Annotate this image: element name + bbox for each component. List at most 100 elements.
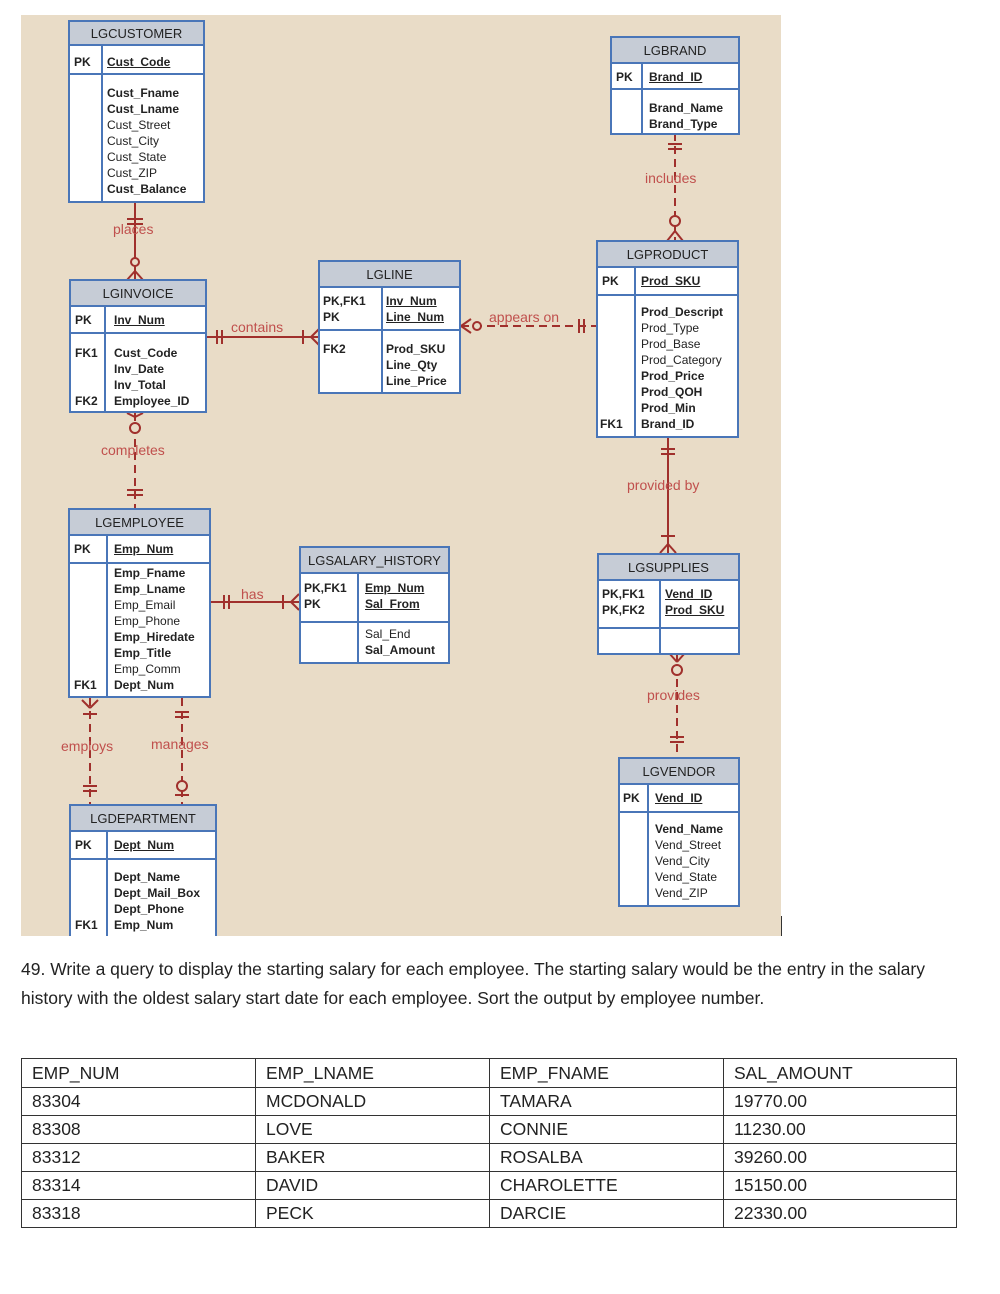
table-cell: BAKER	[255, 1143, 490, 1172]
entity-lgline: LGLINE PK,FK1 PK Inv_Num Line_Num FK2 Pr…	[318, 260, 461, 394]
entity-title: LGLINE	[320, 262, 459, 288]
attribute: Vend_ZIP	[655, 886, 708, 900]
attribute: Vend_State	[655, 870, 718, 884]
table-cell: ROSALBA	[489, 1143, 724, 1172]
pk-attribute: Sal_From	[365, 597, 420, 611]
attribute: Cust_Street	[107, 118, 171, 132]
pk-label: PK	[304, 597, 321, 611]
attribute: Inv_Total	[114, 378, 166, 392]
attribute: Prod_QOH	[641, 385, 703, 399]
entity-title: LGVENDOR	[620, 759, 738, 785]
pk-label: PK,FK2	[602, 603, 645, 617]
attribute: Emp_Fname	[114, 566, 186, 580]
pk-attribute: Vend_ID	[665, 587, 713, 601]
attribute: Brand_Name	[649, 101, 724, 115]
attribute: Emp_Comm	[114, 662, 181, 676]
table-cell: PECK	[255, 1199, 490, 1228]
table-cell: 15150.00	[723, 1171, 957, 1200]
attribute: Cust_Code	[114, 346, 178, 360]
table-cell: TAMARA	[489, 1087, 724, 1116]
fk2-label: FK2	[75, 394, 98, 408]
attribute: Prod_Type	[641, 321, 700, 335]
attribute: Employee_ID	[114, 394, 190, 408]
pk-attribute: Line_Num	[386, 310, 445, 324]
table-cell: 39260.00	[723, 1143, 957, 1172]
table-row: 83318 PECK DARCIE 22330.00	[21, 1199, 957, 1228]
pk-attribute: Cust_Code	[107, 55, 171, 69]
attribute: Emp_Hiredate	[114, 630, 195, 644]
pk-label: PK	[75, 838, 92, 852]
rel-has-label: has	[241, 586, 264, 602]
table-cell: 19770.00	[723, 1087, 957, 1116]
pk-label: PK	[74, 55, 91, 69]
table-row: 83304 MCDONALD TAMARA 19770.00	[21, 1087, 957, 1116]
attribute: Dept_Phone	[114, 902, 185, 916]
attribute: Prod_Descript	[641, 305, 724, 319]
column-header: EMP_FNAME	[489, 1058, 724, 1088]
entity-title: LGSUPPLIES	[599, 555, 738, 581]
pk-attribute: Dept_Num	[114, 838, 175, 852]
column-header: EMP_NUM	[21, 1058, 256, 1088]
pk-attribute: Vend_ID	[655, 791, 703, 805]
pk-attribute: Prod_SKU	[641, 274, 701, 288]
attribute: Prod_Price	[641, 369, 705, 383]
fk1-label: FK1	[75, 346, 98, 360]
question-text: 49. Write a query to display the startin…	[21, 959, 925, 1008]
pk-label: PK	[616, 70, 633, 84]
rel-completes-label: completes	[101, 442, 165, 458]
pk-attribute: Emp_Num	[114, 542, 174, 556]
attribute: Prod_SKU	[386, 342, 446, 356]
pk-label: PK	[75, 313, 92, 327]
attribute: Cust_Balance	[107, 182, 187, 196]
attribute: Vend_City	[655, 854, 710, 868]
pk-label: PK	[623, 791, 640, 805]
attribute: Emp_Phone	[114, 614, 181, 628]
table-cell: MCDONALD	[255, 1087, 490, 1116]
attribute: Emp_Email	[114, 598, 176, 612]
table-cell: DARCIE	[489, 1199, 724, 1228]
attribute: Dept_Num	[114, 678, 175, 692]
table-row: 83312 BAKER ROSALBA 39260.00	[21, 1143, 957, 1172]
table-cell: 83308	[21, 1115, 256, 1144]
attribute: Emp_Num	[114, 918, 174, 932]
attribute: Dept_Mail_Box	[114, 886, 201, 900]
result-table: EMP_NUM EMP_LNAME EMP_FNAME SAL_AMOUNT 8…	[21, 1058, 957, 1228]
rel-provided-by-label: provided by	[627, 477, 700, 493]
column-header: EMP_LNAME	[255, 1058, 490, 1088]
table-cell: DAVID	[255, 1171, 490, 1200]
table-row: 83308 LOVE CONNIE 11230.00	[21, 1115, 957, 1144]
entity-lgsupplies: LGSUPPLIES PK,FK1 PK,FK2 Vend_ID Prod_SK…	[597, 553, 740, 655]
attribute: Cust_Lname	[107, 102, 180, 116]
entity-title: LGSALARY_HISTORY	[301, 548, 448, 574]
attribute: Dept_Name	[114, 870, 181, 884]
fk2-label: FK2	[323, 342, 346, 356]
rel-includes-label: includes	[645, 170, 697, 186]
pk-attribute: Inv_Num	[386, 294, 437, 308]
entity-title: LGEMPLOYEE	[70, 510, 209, 536]
attribute: Line_Qty	[386, 358, 438, 372]
attribute: Prod_Min	[641, 401, 696, 415]
table-cell: CHAROLETTE	[489, 1171, 724, 1200]
rel-manages-label: manages	[151, 736, 209, 752]
attribute: Emp_Lname	[114, 582, 186, 596]
pk-label: PK	[323, 310, 340, 324]
table-cell: LOVE	[255, 1115, 490, 1144]
table-cell: 83312	[21, 1143, 256, 1172]
rel-places-label: places	[113, 221, 154, 237]
table-cell: 11230.00	[723, 1115, 957, 1144]
attribute: Prod_Base	[641, 337, 701, 351]
table-header-row: EMP_NUM EMP_LNAME EMP_FNAME SAL_AMOUNT	[21, 1058, 957, 1088]
pk-attribute: Prod_SKU	[665, 603, 725, 617]
